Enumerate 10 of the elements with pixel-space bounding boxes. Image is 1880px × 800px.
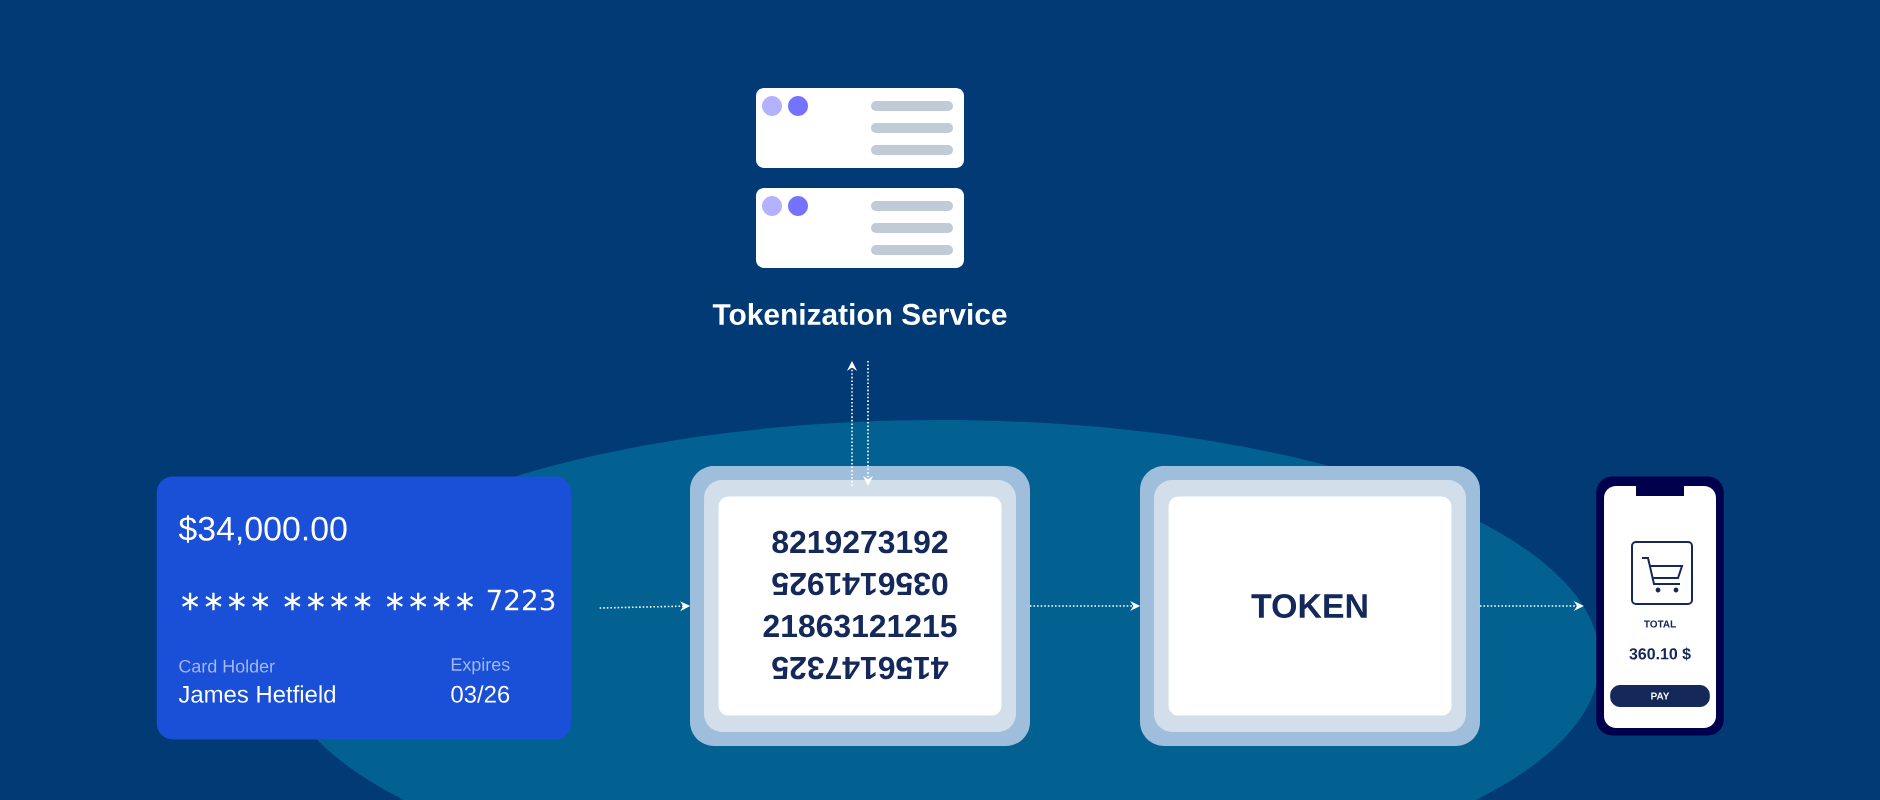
card-balance: $34,000.00 [178, 515, 347, 545]
cardholder-name: James Hetfield [178, 685, 335, 703]
expiry-date: 03/26 [451, 685, 510, 703]
number-box: 8219273192 0356141925 21863121215 4156147325 [690, 466, 1030, 746]
field-label: Expires [451, 657, 510, 675]
service-label: Tokenization Service [712, 303, 1007, 325]
token-box: TOKEN [1140, 466, 1480, 746]
bank-card [156, 476, 572, 740]
field-label: Card Holder [179, 659, 275, 673]
card-number: ∗∗∗∗ ∗∗∗∗ ∗∗∗∗ 7223 [181, 589, 555, 611]
